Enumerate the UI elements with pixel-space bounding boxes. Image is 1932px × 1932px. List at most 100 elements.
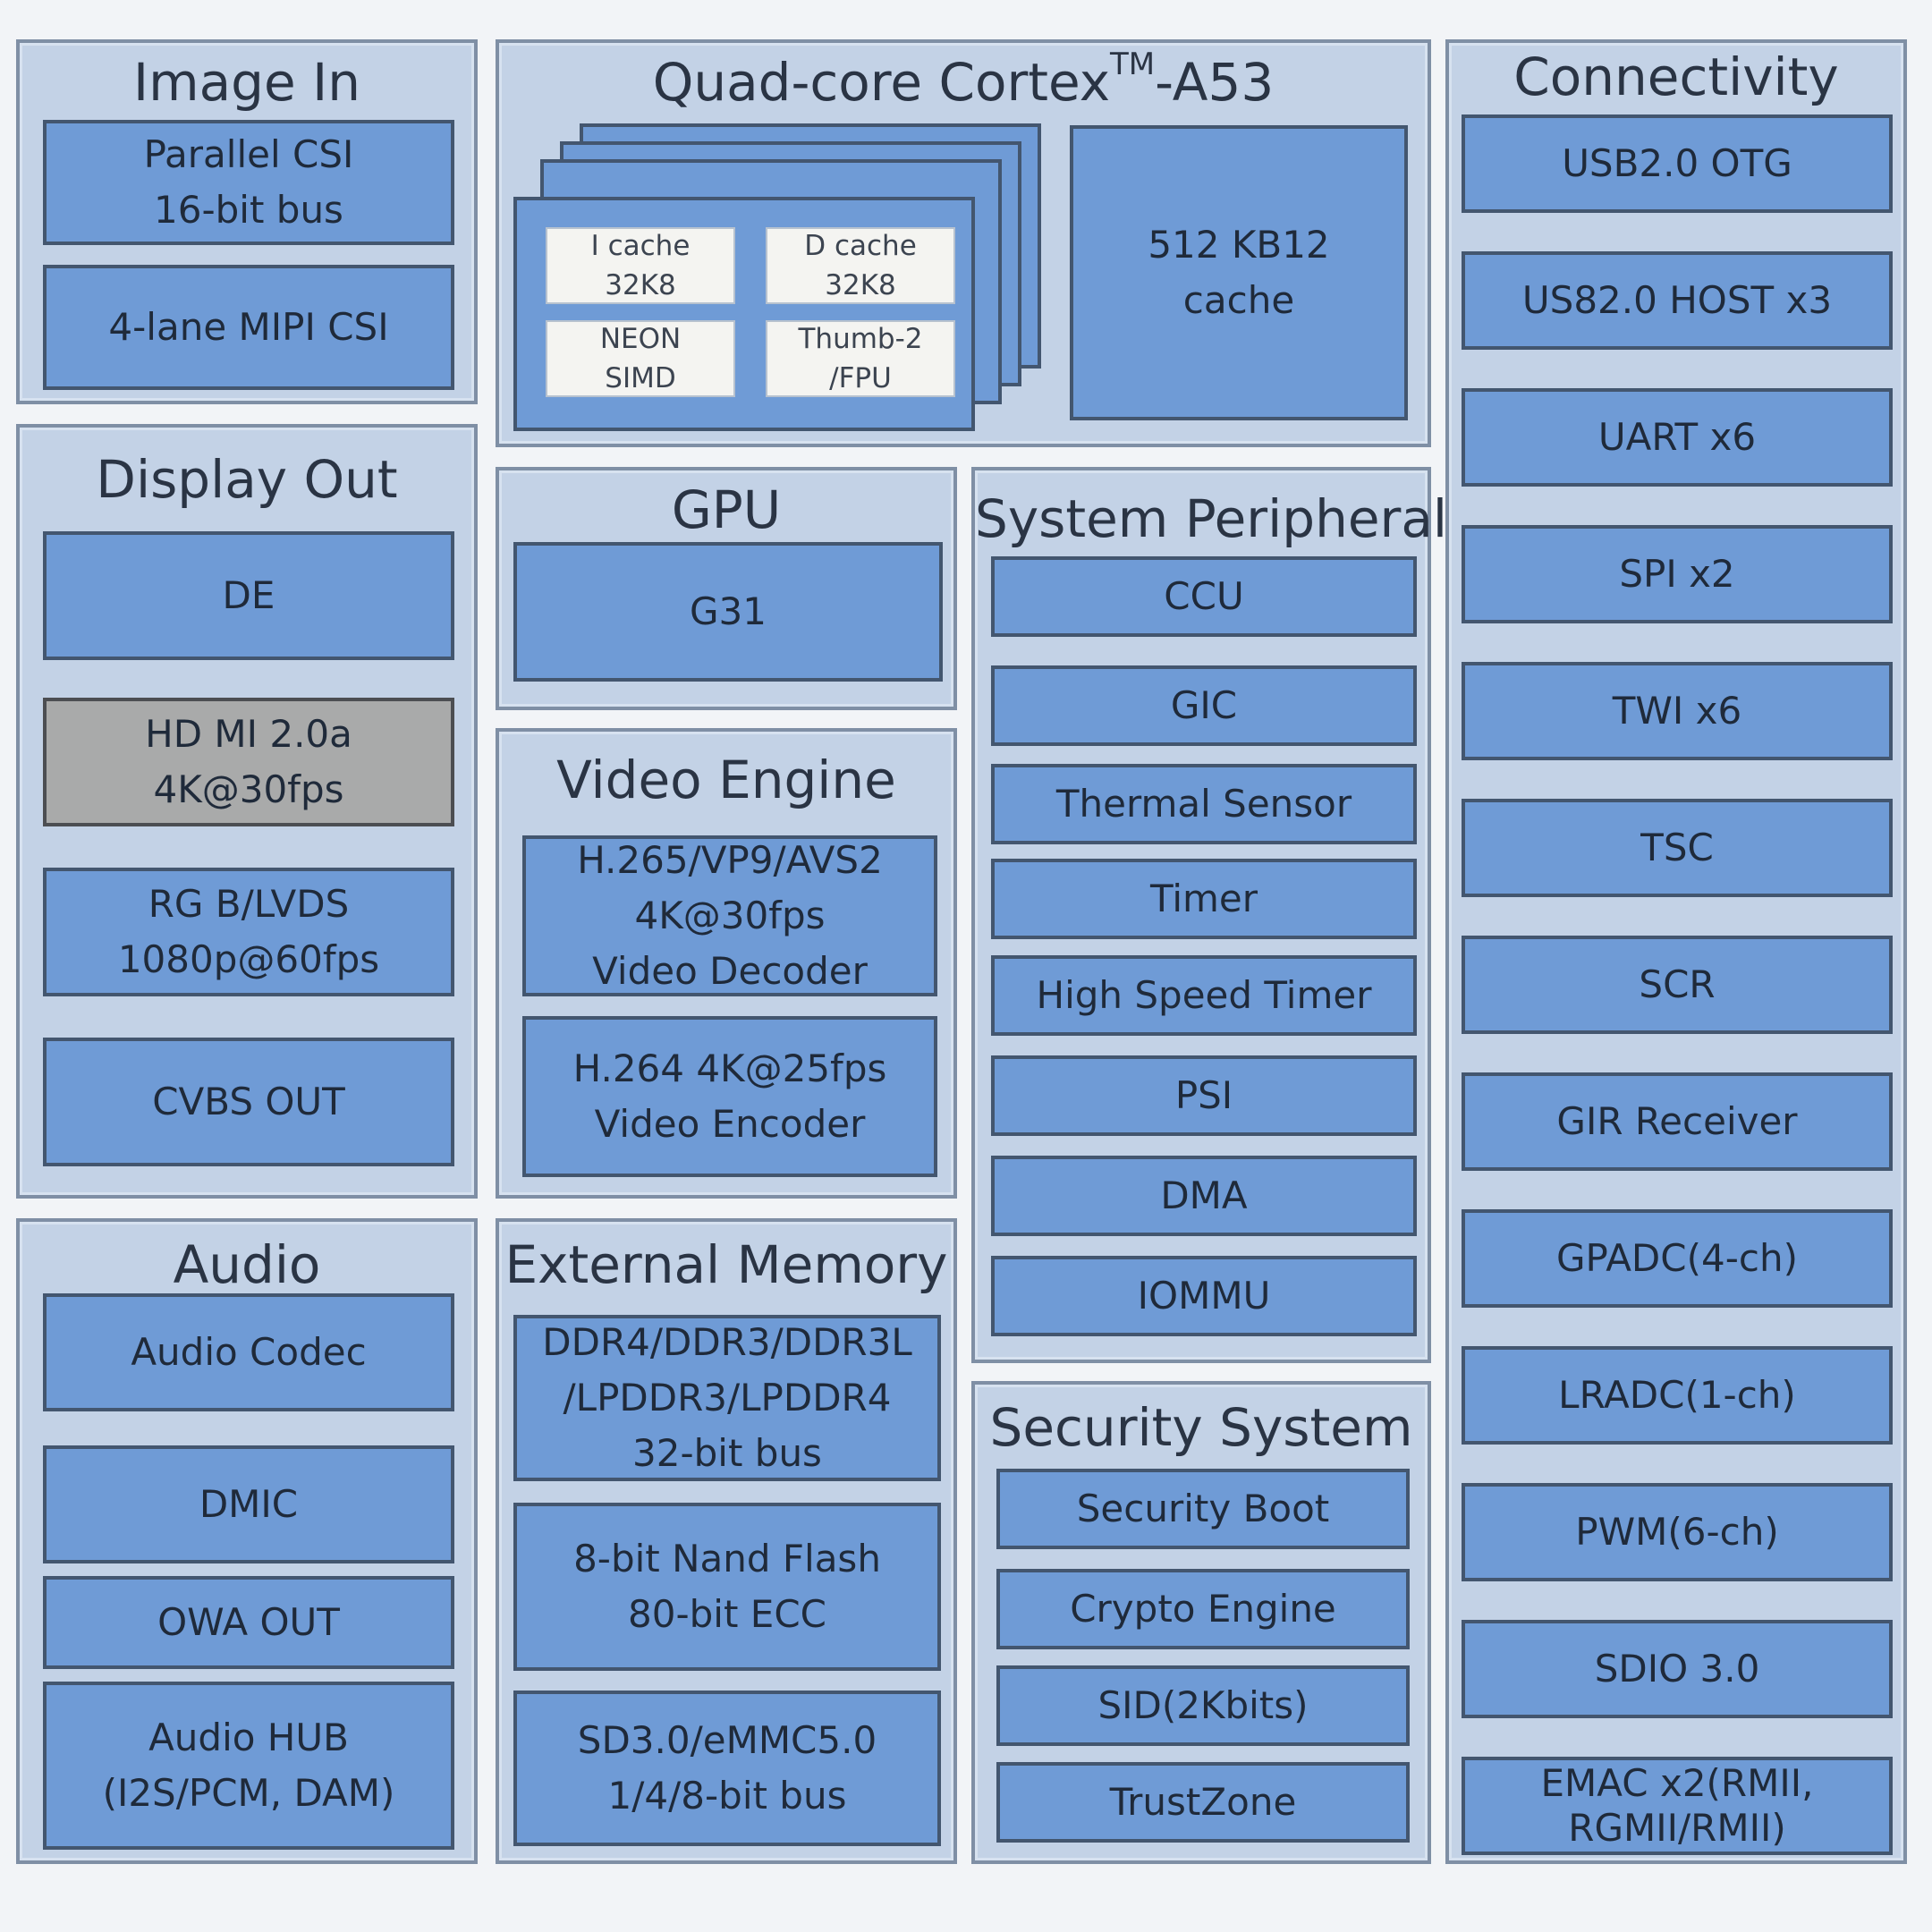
external-memory-panel: External Memory DDR4/DDR3/DDR3L /LPDDR3/… — [496, 1218, 957, 1864]
nand-flash-block: 8-bit Nand Flash 80-bit ECC — [513, 1503, 941, 1671]
connectivity-item-label: LRADC(1-ch) — [1558, 1373, 1796, 1417]
external-memory-title: External Memory — [504, 1234, 948, 1295]
neon-line-1: NEON — [599, 323, 682, 355]
gpu-core-label: G31 — [690, 589, 767, 633]
connectivity-emac-x2-rmii-block: EMAC x2(RMII,RGMII/RMII) — [1462, 1757, 1893, 1855]
dmic-block: DMIC — [43, 1445, 454, 1563]
connectivity-item-label: TWI x6 — [1612, 689, 1742, 733]
nand-line-1: 8-bit Nand Flash — [573, 1537, 881, 1580]
connectivity-item-label: SPI x2 — [1619, 552, 1735, 596]
sysperipheral-dma-block: DMA — [991, 1156, 1417, 1236]
image-in-title: Image In — [133, 52, 360, 113]
audio-hub-line-2: (I2S/PCM, DAM) — [102, 1771, 395, 1815]
connectivity-spi-x2-block: SPI x2 — [1462, 525, 1893, 623]
connectivity-uart-x6-block: UART x6 — [1462, 388, 1893, 487]
sysperipheral-psi-block: PSI — [991, 1055, 1417, 1136]
connectivity-sdio-3-0-block: SDIO 3.0 — [1462, 1620, 1893, 1718]
l2-line-1: 512 KB12 — [1148, 223, 1330, 267]
sysperipheral-item-label: Timer — [1149, 877, 1258, 920]
connectivity-tsc-block: TSC — [1462, 799, 1893, 897]
sysperipheral-timer-block: Timer — [991, 859, 1417, 939]
ddr-line-3: 32-bit bus — [632, 1431, 822, 1475]
sd-line-2: 1/4/8-bit bus — [607, 1774, 847, 1818]
sysperipheral-ccu-block: CCU — [991, 556, 1417, 637]
sysperipheral-item-label: PSI — [1174, 1073, 1233, 1117]
video-encoder-block: H.264 4K@25fps Video Encoder — [522, 1016, 937, 1177]
connectivity-item-label: USB2.0 OTG — [1562, 141, 1792, 185]
connectivity-usb2-0-otg-block: USB2.0 OTG — [1462, 114, 1893, 213]
dmic-label: DMIC — [199, 1482, 299, 1526]
audio-panel: Audio Audio Codec DMIC OWA OUT Audio HUB… — [16, 1218, 478, 1864]
rgb-lvds-block: RG B/LVDS 1080p@60fps — [43, 868, 454, 996]
dcache-line-1: D cache — [804, 230, 917, 262]
audio-title: Audio — [173, 1234, 321, 1295]
decoder-line-2: 4K@30fps — [634, 894, 826, 937]
connectivity-item-label: EMAC x2(RMII, — [1540, 1761, 1814, 1805]
cpu-core-front: I cache 32K8 D cache 32K8 NEON SIMD Thum… — [513, 197, 975, 431]
dcache-line-2: 32K8 — [825, 269, 896, 301]
dcache-cell: D cache 32K8 — [766, 227, 955, 304]
icache-line-2: 32K8 — [605, 269, 676, 301]
connectivity-item-label: TSC — [1640, 826, 1714, 869]
connectivity-scr-block: SCR — [1462, 936, 1893, 1034]
owa-label: OWA OUT — [157, 1600, 340, 1644]
thumb-fpu-cell: Thumb-2 /FPU — [766, 320, 955, 397]
owa-out-block: OWA OUT — [43, 1576, 454, 1669]
ddr-line-1: DDR4/DDR3/DDR3L — [542, 1320, 912, 1364]
connectivity-lradc-1-ch-block: LRADC(1-ch) — [1462, 1346, 1893, 1445]
icache-line-1: I cache — [590, 230, 691, 262]
gpu-title: GPU — [671, 479, 782, 540]
audio-codec-block: Audio Codec — [43, 1293, 454, 1411]
cpu-title-main: Quad-core Cortex — [652, 52, 1111, 113]
ddr-block: DDR4/DDR3/DDR3L /LPDDR3/LPDDR4 32-bit bu… — [513, 1315, 941, 1481]
audio-hub-line-1: Audio HUB — [148, 1716, 349, 1759]
parallel-csi-block: Parallel CSI 16-bit bus — [43, 120, 454, 245]
security-item-label: Security Boot — [1076, 1487, 1330, 1530]
rgb-line-1: RG B/LVDS — [148, 882, 350, 926]
connectivity-item-label: US82.0 HOST x3 — [1521, 278, 1833, 322]
encoder-line-2: Video Encoder — [594, 1102, 866, 1146]
mipi-csi-label: 4-lane MIPI CSI — [108, 305, 389, 349]
connectivity-item-label: UART x6 — [1597, 415, 1757, 459]
connectivity-item-label: SDIO 3.0 — [1594, 1647, 1760, 1690]
connectivity-gpadc-4-ch-block: GPADC(4-ch) — [1462, 1209, 1893, 1308]
l2-line-2: cache — [1182, 278, 1295, 322]
image-in-panel: Image In Parallel CSI 16-bit bus 4-lane … — [16, 39, 478, 404]
security-system-title: Security System — [989, 1397, 1413, 1458]
gpu-core-block: G31 — [513, 542, 943, 682]
connectivity-title: Connectivity — [1513, 47, 1839, 107]
parallel-csi-line-2: 16-bit bus — [154, 188, 343, 232]
de-label: DE — [222, 573, 275, 617]
decoder-line-1: H.265/VP9/AVS2 — [577, 838, 883, 882]
display-out-panel: Display Out DE HD MI 2.0a 4K@30fps RG B/… — [16, 424, 478, 1199]
audio-hub-block: Audio HUB (I2S/PCM, DAM) — [43, 1682, 454, 1850]
connectivity-gir-receiver-block: GIR Receiver — [1462, 1072, 1893, 1171]
connectivity-twi-x6-block: TWI x6 — [1462, 662, 1893, 760]
sd-line-1: SD3.0/eMMC5.0 — [577, 1718, 877, 1762]
security-item-label: Crypto Engine — [1070, 1587, 1336, 1631]
thumb-line-1: Thumb-2 — [798, 323, 923, 355]
cpu-panel: Quad-core CortexTM-A53 I cache 32K8 D ca… — [496, 39, 1431, 447]
security-security-boot-block: Security Boot — [996, 1469, 1410, 1549]
cpu-title: Quad-core CortexTM-A53 — [499, 47, 1428, 113]
sysperipheral-item-label: DMA — [1160, 1174, 1248, 1217]
connectivity-panel: Connectivity USB2.0 OTG US82.0 HOST x3 UAR… — [1445, 39, 1907, 1864]
sysperipheral-iommu-block: IOMMU — [991, 1256, 1417, 1336]
sysperipheral-item-label: CCU — [1164, 574, 1244, 618]
gpu-panel: GPU G31 — [496, 467, 957, 710]
security-sid-2kbits-block: SID(2Kbits) — [996, 1665, 1410, 1746]
hdmi-line-2: 4K@30fps — [153, 767, 344, 811]
video-engine-panel: Video Engine H.265/VP9/AVS2 4K@30fps Vid… — [496, 728, 957, 1199]
connectivity-item-label: SCR — [1639, 962, 1716, 1006]
security-item-label: TrustZone — [1109, 1780, 1297, 1824]
neon-line-2: SIMD — [605, 362, 676, 394]
connectivity-item-label: RGMII/RMII) — [1568, 1806, 1786, 1850]
rgb-line-2: 1080p@60fps — [117, 937, 380, 981]
connectivity-item-label: GPADC(4-ch) — [1556, 1236, 1798, 1280]
security-trustzone-block: TrustZone — [996, 1762, 1410, 1843]
video-engine-title: Video Engine — [556, 750, 896, 810]
hdmi-block: HD MI 2.0a 4K@30fps — [43, 698, 454, 826]
nand-line-2: 80-bit ECC — [628, 1592, 826, 1636]
